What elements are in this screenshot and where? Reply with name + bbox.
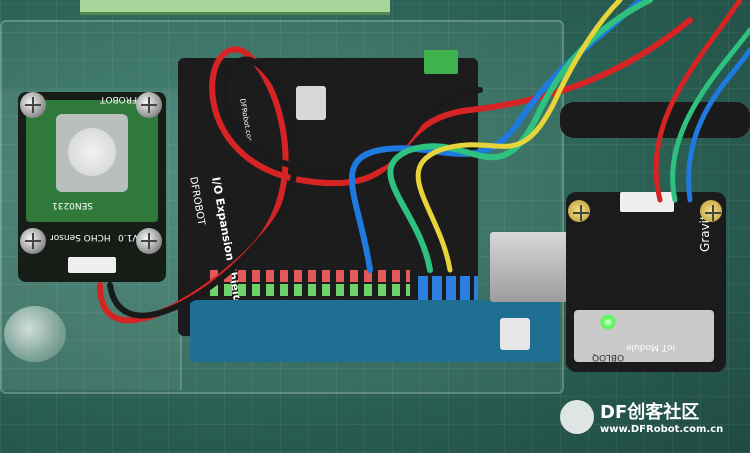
- mounting-screw: [136, 92, 162, 118]
- display-module-edge: [80, 0, 390, 15]
- watermark-url: www.DFRobot.com.cn: [600, 424, 724, 435]
- cable-strain-relief: [560, 102, 750, 138]
- green-terminal-block: [424, 50, 458, 74]
- wifi-antenna: [574, 310, 714, 362]
- wire-green: [387, 0, 653, 273]
- wire-red: [97, 17, 693, 324]
- mounting-screw: [568, 200, 590, 222]
- sensor-element: [56, 114, 128, 192]
- wire-red-upper: [653, 0, 743, 203]
- status-led: [600, 314, 616, 330]
- wire-blue: [348, 0, 643, 273]
- mounting-screw: [20, 228, 46, 254]
- board-pushbutton: [500, 318, 530, 350]
- wire-green-upper: [670, 27, 750, 203]
- usb-connector: [490, 232, 580, 302]
- watermark: DF创客社区 www.DFRobot.com.cn: [560, 396, 745, 446]
- gravity-iot-module: Gravity IoT Module OBLOQ: [566, 192, 726, 372]
- wire-blue-upper: [686, 47, 750, 203]
- mounting-screw: [136, 228, 162, 254]
- mounting-screw: [20, 92, 46, 118]
- wire-yellow: [415, 0, 623, 273]
- arduino-board: [190, 300, 560, 362]
- reset-button: [296, 86, 326, 120]
- wire-black: [107, 56, 483, 319]
- rubber-foot: [4, 306, 66, 362]
- mounting-screw: [700, 200, 722, 222]
- watermark-brand: DF创客社区: [600, 402, 700, 423]
- sensor-window: [68, 128, 116, 176]
- watermark-logo-icon: [560, 400, 594, 434]
- sensor-connector: [68, 257, 116, 273]
